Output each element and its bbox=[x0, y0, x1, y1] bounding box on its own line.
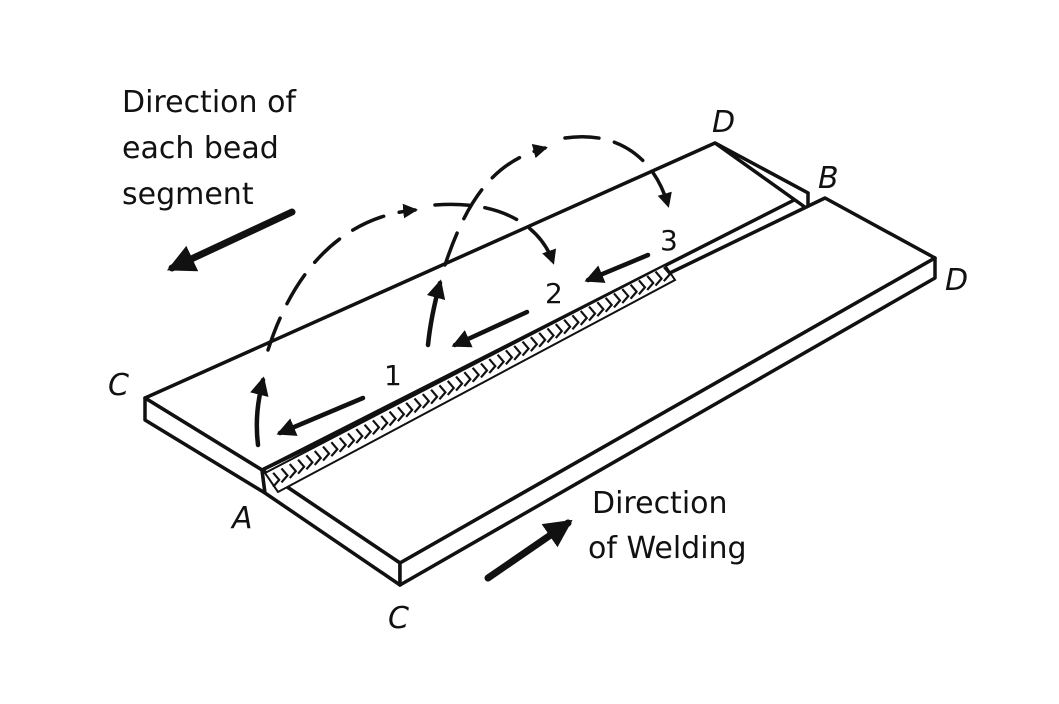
bead-direction-line-1: Direction of bbox=[122, 85, 297, 120]
weld-ripple bbox=[355, 428, 364, 444]
arc-segment-2-top bbox=[433, 202, 557, 265]
weld-ripple bbox=[654, 270, 663, 287]
weld-ripple bbox=[288, 463, 298, 479]
weld-ripple bbox=[347, 432, 356, 449]
weld-ripple bbox=[546, 327, 555, 344]
weld-ripple bbox=[322, 445, 331, 462]
weld-ripple bbox=[397, 406, 406, 422]
weld-ripple bbox=[596, 301, 605, 317]
segment-arrows bbox=[276, 252, 651, 436]
weld-ripple bbox=[488, 358, 497, 374]
corner-label-a: A bbox=[230, 501, 253, 536]
weld-ripple bbox=[480, 362, 489, 379]
bead-direction-arrow bbox=[166, 208, 296, 272]
weld-ripple bbox=[372, 419, 381, 436]
weld-ripple bbox=[338, 437, 348, 453]
weld-ripple bbox=[421, 393, 431, 409]
weld-ripple bbox=[663, 266, 672, 282]
weld-ripple bbox=[330, 441, 339, 457]
sequence-arcs bbox=[266, 135, 672, 352]
weld-ripple bbox=[530, 336, 539, 352]
lift-arrow-a bbox=[250, 376, 269, 448]
weld-ripple bbox=[455, 375, 464, 392]
weld-ripple bbox=[505, 349, 514, 366]
front-plate-right-edge bbox=[398, 256, 937, 587]
bead-direction-caption: Direction of each bead segment bbox=[122, 85, 297, 212]
weld-ripple bbox=[430, 388, 439, 405]
weld-ripple bbox=[629, 283, 639, 300]
weld-ripple bbox=[380, 415, 389, 431]
arc-segment-2-to-3 bbox=[443, 143, 548, 267]
lift-arrows bbox=[250, 279, 446, 448]
corner-label-d-right: D bbox=[945, 263, 968, 298]
weld-ripple bbox=[521, 340, 530, 357]
weld-ripple bbox=[305, 454, 314, 471]
weld-ripple bbox=[363, 423, 373, 440]
arc-segment-1-to-2 bbox=[266, 203, 418, 352]
corner-label-b: B bbox=[818, 161, 839, 196]
weld-bead-ripples bbox=[272, 266, 672, 488]
segment-arrow-1 bbox=[276, 395, 366, 436]
welding-direction-caption: Direction of Welding bbox=[588, 486, 747, 566]
arc-segment-3-top bbox=[563, 135, 672, 208]
weld-ripple bbox=[496, 353, 506, 370]
weld-ripple bbox=[272, 472, 281, 488]
weld-ripple bbox=[538, 332, 547, 348]
weld-bead bbox=[263, 263, 677, 494]
weld-ripple bbox=[446, 380, 456, 396]
weld-ripple bbox=[463, 371, 472, 387]
weld-ripple bbox=[513, 345, 522, 361]
weld-ripple bbox=[405, 402, 414, 418]
welding-direction-line-2: of Welding bbox=[588, 531, 747, 566]
weld-ripple bbox=[554, 323, 564, 339]
weld-ripple bbox=[413, 397, 422, 414]
corner-label-c-left: C bbox=[108, 368, 129, 403]
segment-number-1: 1 bbox=[384, 359, 402, 392]
segment-arrow-3 bbox=[584, 252, 651, 283]
segment-number-3: 3 bbox=[660, 224, 678, 257]
weld-ripple bbox=[638, 279, 647, 296]
weld-ripple bbox=[604, 297, 614, 313]
weld-ripple bbox=[388, 410, 397, 427]
weld-ripple bbox=[646, 275, 655, 291]
weld-ripple bbox=[563, 318, 572, 335]
bead-direction-line-3: segment bbox=[122, 177, 254, 212]
weld-ripple bbox=[280, 467, 289, 484]
bead-direction-line-2: each bead bbox=[122, 131, 279, 166]
corner-label-d-top: D bbox=[712, 105, 735, 140]
segment-arrow-2 bbox=[451, 309, 530, 348]
weld-ripple bbox=[621, 288, 630, 304]
weld-ripple bbox=[313, 450, 323, 466]
weld-ripple bbox=[613, 292, 622, 309]
weld-ripple bbox=[571, 314, 580, 331]
weld-ripple bbox=[588, 305, 597, 322]
lift-arrow-b bbox=[425, 279, 446, 348]
weld-ripple bbox=[297, 458, 306, 475]
weld-ripple bbox=[438, 384, 447, 401]
welding-direction-arrow bbox=[484, 519, 573, 582]
weld-ripple bbox=[471, 367, 481, 383]
corner-label-c-bottom: C bbox=[388, 601, 409, 636]
welding-direction-line-1: Direction bbox=[592, 486, 728, 521]
segment-number-2: 2 bbox=[545, 277, 563, 310]
weld-ripple bbox=[579, 310, 589, 326]
